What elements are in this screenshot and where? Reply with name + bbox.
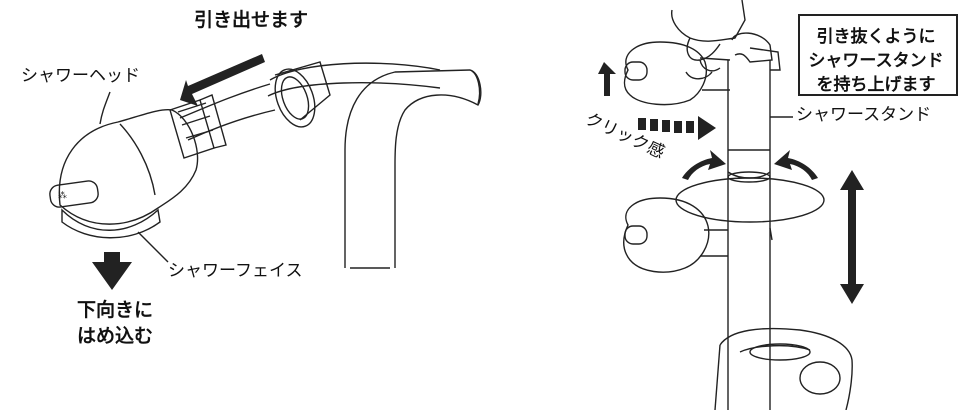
callout-line-1: 引き抜くように	[816, 27, 936, 47]
callout-box: 引き抜くように シャワースタンド を持ち上げます	[798, 14, 958, 96]
svg-text:⁂: ⁂	[58, 190, 67, 201]
click-arrow-icon	[598, 62, 716, 140]
insert-down-label-1: 下向きに	[77, 299, 154, 321]
up-down-arrow-icon	[840, 170, 864, 304]
insert-down-label-2: はめ込む	[77, 325, 154, 347]
shower-face-label: シャワーフェイス	[168, 261, 303, 281]
rotate-right-arrow-icon	[774, 150, 818, 180]
rotate-left-arrow-icon	[682, 150, 726, 180]
shower-head-label: シャワーヘッド	[21, 66, 140, 86]
pull-out-label: 引き出せます	[194, 9, 309, 31]
pull-arrow-icon	[180, 54, 265, 106]
callout-line-3: を持ち上げます	[816, 75, 936, 95]
callout-line-2: シャワースタンド	[808, 51, 944, 71]
down-arrow-icon	[92, 252, 132, 290]
shower-stand-label: シャワースタンド	[796, 105, 932, 125]
